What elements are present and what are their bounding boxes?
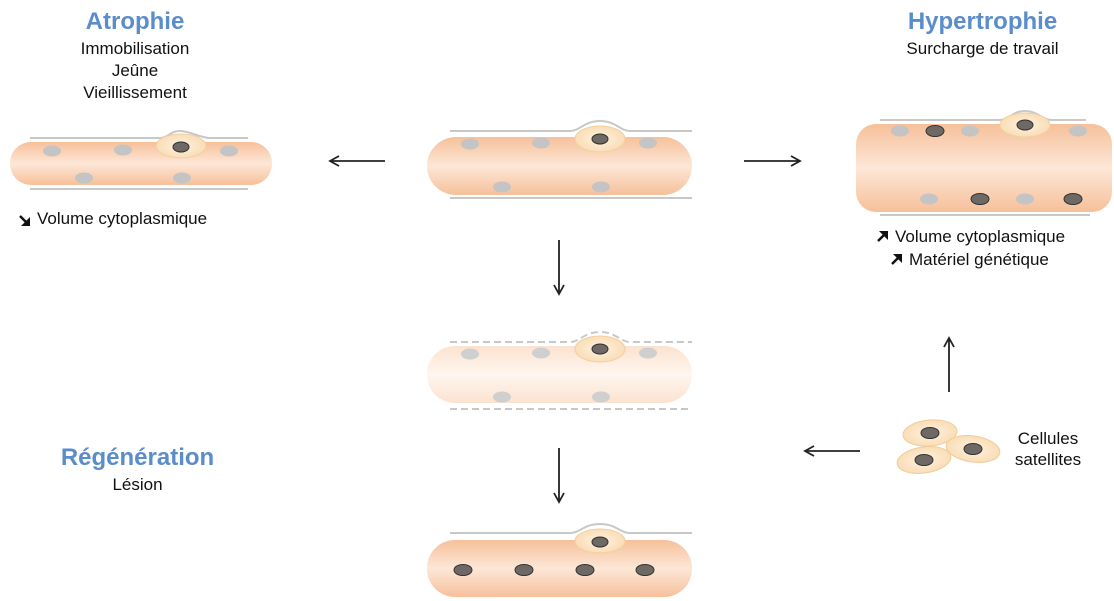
atrophy-cause: Vieillissement	[83, 83, 187, 102]
nucleus	[532, 347, 550, 359]
fiber-body	[856, 124, 1112, 212]
hypertrophy-cause: Surcharge de travail	[906, 39, 1059, 58]
nucleus	[172, 141, 190, 153]
nucleus	[173, 172, 191, 184]
arrow-up-right-icon	[877, 231, 888, 242]
nucleus	[114, 144, 132, 156]
satellite-cells-cluster	[896, 419, 1001, 474]
satellite-cells-label: Cellules	[1017, 429, 1079, 448]
nucleus	[461, 138, 479, 150]
nucleus	[1063, 193, 1083, 205]
fiber-body	[427, 346, 692, 403]
nucleus	[891, 125, 909, 137]
normal-muscle-fiber	[427, 119, 692, 199]
atrophy-title: Atrophie	[85, 8, 185, 35]
nucleus	[1016, 193, 1034, 205]
nucleus	[493, 391, 511, 403]
arrow-up-right-icon	[891, 254, 902, 265]
nucleus	[220, 145, 238, 157]
membrane-top	[30, 129, 248, 139]
arrow-down-right-icon	[19, 215, 30, 226]
central-nucleus	[453, 564, 473, 576]
fiber-body	[427, 137, 692, 195]
nucleus	[461, 348, 479, 360]
nucleus	[493, 181, 511, 193]
fiber-body	[10, 142, 272, 185]
fiber-body	[427, 540, 692, 597]
nucleus	[1069, 125, 1087, 137]
atrophy-effect: Volume cytoplasmique	[37, 209, 208, 228]
central-nucleus	[514, 564, 534, 576]
membrane-top	[880, 109, 1086, 121]
nucleus	[591, 536, 609, 548]
hypertrophy-effect: Volume cytoplasmique	[895, 227, 1066, 246]
atrophied-muscle-fiber	[10, 129, 272, 190]
nucleus	[970, 193, 990, 205]
membrane-top-damaged	[450, 330, 692, 343]
nucleus	[920, 427, 940, 439]
central-nucleus	[575, 564, 595, 576]
damaged-muscle-fiber	[427, 330, 692, 410]
nucleus	[639, 347, 657, 359]
atrophy-cause: Immobilisation	[80, 39, 190, 58]
hypertrophy-title: Hypertrophie	[907, 8, 1058, 35]
nucleus	[961, 125, 979, 137]
nucleus	[920, 193, 938, 205]
regeneration-cause: Lésion	[112, 475, 163, 494]
nucleus	[963, 443, 983, 455]
regenerated-muscle-fiber	[427, 522, 692, 597]
nucleus	[43, 145, 61, 157]
nucleus	[639, 137, 657, 149]
nucleus	[925, 125, 945, 137]
nucleus	[591, 133, 609, 145]
nucleus	[592, 391, 610, 403]
nucleus	[592, 181, 610, 193]
membrane-top	[450, 522, 692, 534]
nucleus	[532, 137, 550, 149]
nucleus	[75, 172, 93, 184]
membrane-top	[450, 119, 692, 132]
central-nucleus	[635, 564, 655, 576]
nucleus	[1016, 119, 1034, 131]
hypertrophy-effect: Matériel génétique	[909, 250, 1049, 269]
atrophy-cause: Jeûne	[111, 61, 159, 80]
regeneration-title: Régénération	[60, 444, 215, 471]
nucleus	[914, 454, 934, 466]
satellite-cells-label: satellites	[1014, 450, 1082, 469]
hypertrophied-muscle-fiber	[856, 109, 1112, 216]
nucleus	[591, 343, 609, 355]
